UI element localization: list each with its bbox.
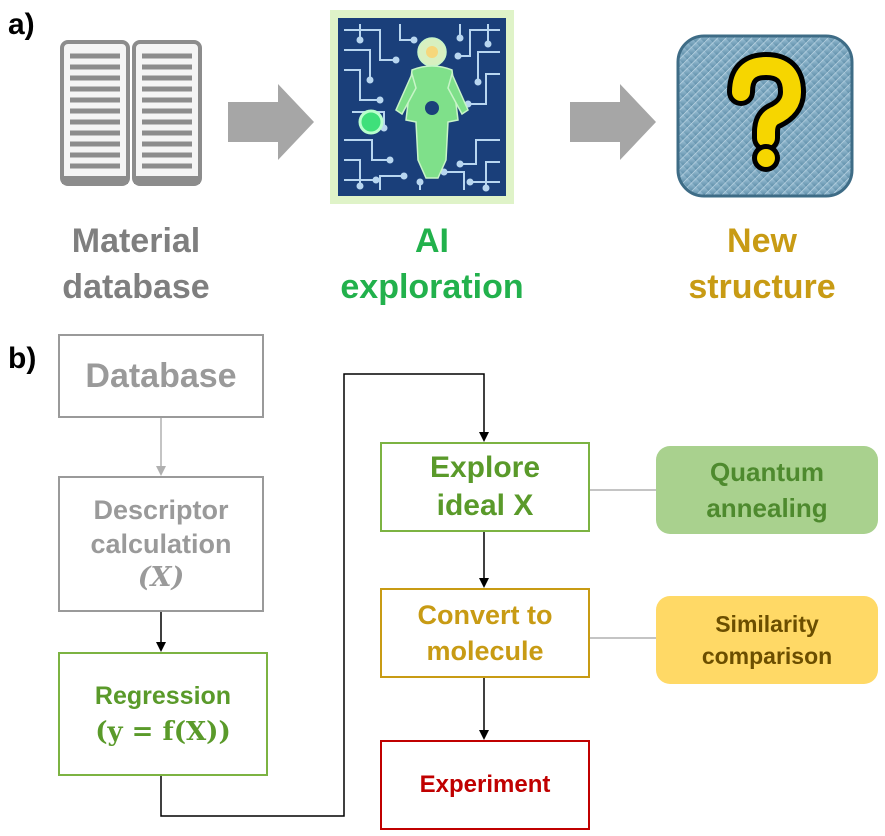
panel-a-label: a) xyxy=(8,8,35,41)
new-structure-caption: New structure xyxy=(652,218,872,310)
descriptor-line2: calculation xyxy=(90,529,232,559)
ai-exploration-caption: AI exploration xyxy=(312,218,552,310)
similarity-comparison-box: Similarity comparison xyxy=(656,596,878,684)
descriptor-box: Descriptor calculation (X) xyxy=(58,476,264,612)
database-label: Database xyxy=(85,356,237,395)
quantum-line1: Quantum xyxy=(709,457,825,487)
panel-b-label: b) xyxy=(8,342,37,375)
similarity-line2: comparison xyxy=(701,643,833,669)
database-box: Database xyxy=(58,334,264,418)
regression-line1: Regression xyxy=(94,682,232,710)
experiment-label: Experiment xyxy=(419,771,551,798)
explore-line1: Explore xyxy=(429,451,541,484)
caption-line: AI xyxy=(415,222,449,260)
caption-line: New xyxy=(727,222,797,260)
experiment-box: Experiment xyxy=(380,740,590,830)
caption-line: structure xyxy=(688,268,836,306)
convert-box: Convert to molecule xyxy=(380,588,590,678)
caption-line: database xyxy=(62,268,210,306)
explore-line2: ideal X xyxy=(436,489,534,522)
quantum-line2: annealing xyxy=(706,493,828,523)
material-database-caption: Material database xyxy=(26,218,246,310)
regression-box: Regression (y = f(X)) xyxy=(58,652,268,776)
descriptor-line1: Descriptor xyxy=(93,495,229,525)
regression-line2: (y = f(X)) xyxy=(95,717,231,747)
explore-box: Explore ideal X xyxy=(380,442,590,532)
caption-line: exploration xyxy=(340,268,524,306)
convert-line2: molecule xyxy=(426,636,544,666)
quantum-annealing-box: Quantum annealing xyxy=(656,446,878,534)
descriptor-line3: (X) xyxy=(137,562,185,593)
similarity-line1: Similarity xyxy=(715,611,819,637)
convert-line1: Convert to xyxy=(417,600,553,630)
caption-line: Material xyxy=(71,222,201,260)
